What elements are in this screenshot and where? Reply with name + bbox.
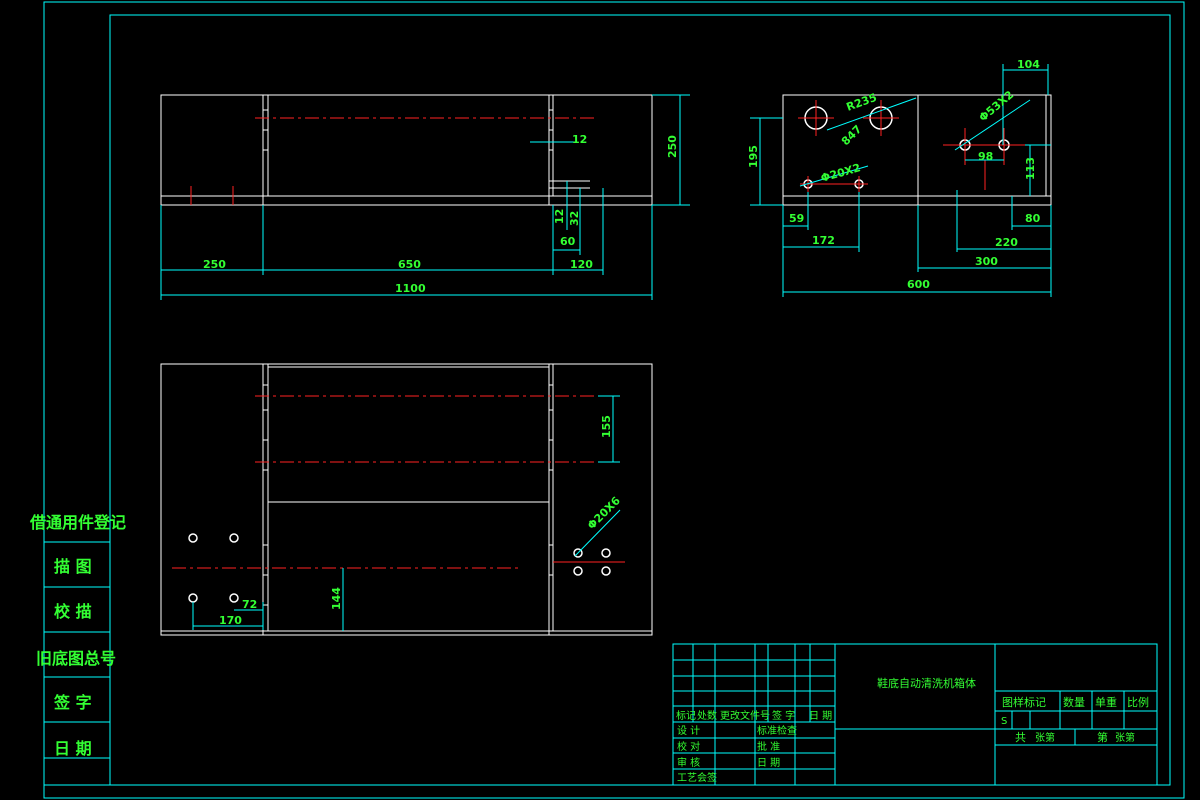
dim-170: 170 xyxy=(219,614,242,627)
role-approve: 批 准 xyxy=(757,740,780,753)
sheet-total-label: 张第 xyxy=(1035,731,1055,744)
dim-phi53: Φ53X2 xyxy=(977,88,1017,124)
top-view xyxy=(160,363,653,636)
side-stamp: 借通用件登记 描 图 校 描 旧底图总号 签 字 日 期 xyxy=(29,513,1170,786)
dim-32: 32 xyxy=(568,211,581,226)
dim-72: 72 xyxy=(242,598,257,611)
top-dimensions: 155 Φ20X6 144 72 170 xyxy=(192,395,623,631)
side-outline xyxy=(782,94,1052,206)
rev-header-4: 日 期 xyxy=(809,710,832,722)
stamp-row-4: 日 期 xyxy=(54,739,92,758)
dim-172: 172 xyxy=(812,234,835,247)
front-outline xyxy=(160,94,653,206)
dim-104: 104 xyxy=(1017,58,1040,71)
side-view xyxy=(782,94,1052,206)
stamp-heading: 借通用件登记 xyxy=(29,513,126,532)
dim-250-left: 250 xyxy=(203,258,226,271)
dim-98: 98 xyxy=(978,150,993,163)
rev-header-0: 标记 xyxy=(676,710,696,722)
top-outline xyxy=(160,363,653,636)
front-view xyxy=(160,94,653,206)
stamp-row-0: 描 图 xyxy=(54,557,92,576)
prop-header-2: 单重 xyxy=(1095,695,1117,709)
role-review: 审 核 xyxy=(677,756,700,769)
prop-header-0: 图样标记 xyxy=(1002,695,1046,709)
dim-113: 113 xyxy=(1024,157,1037,180)
rev-header-1: 处数 xyxy=(697,709,717,722)
sheet-num: 第 xyxy=(1097,730,1108,744)
dim-195: 195 xyxy=(747,145,760,168)
front-dimensions: 250 650 120 1100 12 60 12 32 250 xyxy=(160,94,690,300)
dim-650: 650 xyxy=(398,258,421,271)
role-standard: 标准检查 xyxy=(757,724,797,737)
stamp-row-1: 校 描 xyxy=(54,602,92,621)
sheet-num-label: 张第 xyxy=(1115,731,1135,744)
dim-59: 59 xyxy=(789,212,804,225)
dim-300: 300 xyxy=(975,255,998,268)
dim-250-right: 250 xyxy=(666,135,679,158)
prop-value: S xyxy=(1001,716,1007,727)
dim-155: 155 xyxy=(600,415,613,438)
dim-80: 80 xyxy=(1025,212,1041,225)
dim-12-bot: 12 xyxy=(553,209,566,224)
sheet-total: 共 xyxy=(1015,731,1026,744)
drawing-title: 鞋底自动清洗机箱体 xyxy=(877,676,976,690)
dim-60: 60 xyxy=(560,235,576,248)
role-process: 工艺会签 xyxy=(677,771,717,784)
stamp-row-3: 签 字 xyxy=(53,693,92,712)
prop-header-3: 比例 xyxy=(1127,695,1149,709)
rev-header-2: 更改文件号 xyxy=(720,709,770,722)
dim-12-top: 12 xyxy=(572,133,587,146)
dim-847: 847 xyxy=(839,123,864,148)
role-check: 校 对 xyxy=(677,740,700,753)
outer-border xyxy=(43,1,1185,799)
dim-220: 220 xyxy=(995,236,1018,249)
side-dimensions: R235 847 Φ20X2 Φ53X2 104 195 98 113 59 1… xyxy=(747,58,1052,297)
title-block: 鞋底自动清洗机箱体 标记 处数 更改文件号 签 字 日 期 设 计 校 对 审 … xyxy=(672,643,1158,786)
rev-header-3: 签 字 xyxy=(772,709,795,722)
dim-120: 120 xyxy=(570,258,593,271)
dim-600: 600 xyxy=(907,278,930,291)
inner-border xyxy=(109,14,1171,786)
stamp-row-2: 旧底图总号 xyxy=(36,649,116,668)
role-date: 日 期 xyxy=(757,757,780,769)
dim-144: 144 xyxy=(330,587,343,610)
role-design: 设 计 xyxy=(677,724,700,737)
dim-1100: 1100 xyxy=(395,282,426,295)
prop-header-1: 数量 xyxy=(1063,696,1085,709)
